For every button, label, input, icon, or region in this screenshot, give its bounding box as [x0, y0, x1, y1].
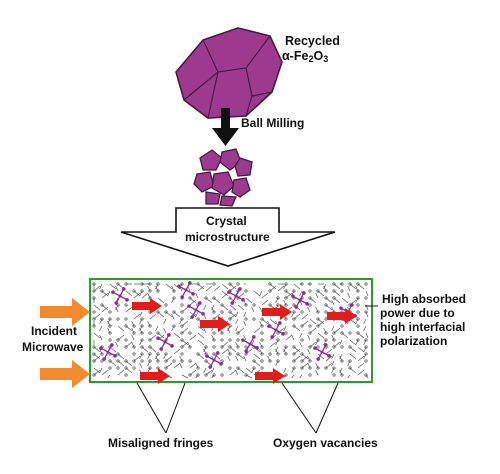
microwave-label: Microwave: [22, 340, 84, 354]
high-absorbed-line1: High absorbed: [382, 292, 467, 306]
particles-icon: [193, 148, 253, 207]
oxygen-vacancy-icon: [156, 333, 174, 351]
oxygen-vacancy-icon: [227, 287, 245, 305]
oxygen-vacancy-icon: [241, 335, 259, 353]
crystal-label: Crystal: [206, 214, 247, 228]
red-arrow-icon: [200, 316, 230, 332]
oxygen-vacancy-icon: [177, 281, 195, 299]
red-arrow-icon: [255, 368, 285, 384]
pointer-lines: [136, 305, 378, 434]
oxygen-vacancy-icon: [205, 351, 223, 369]
red-arrow-icon: [132, 298, 162, 314]
formula-mid: O: [313, 49, 324, 63]
microstructure-label: microstructure: [185, 230, 270, 244]
ball-milling-label: Ball Milling: [241, 116, 305, 130]
recycled-label: Recycled: [285, 34, 340, 48]
high-absorbed-line4: polarization: [380, 334, 448, 348]
lattice-pattern: [92, 282, 369, 379]
misaligned-fringes-label: Misaligned fringes: [108, 436, 214, 450]
hollow-arrow-icon: [120, 207, 336, 267]
high-absorbed-line3: high interfacial: [380, 320, 466, 334]
red-arrow-icon: [140, 368, 170, 384]
red-arrows-group: [132, 298, 357, 384]
oxygen-vacancy-icon: [187, 301, 205, 319]
incident-label: Incident: [31, 324, 78, 338]
oxygen-vacancy-icon: [313, 343, 331, 361]
microstructure-box: [89, 278, 373, 384]
oxygen-vacancies-label: Oxygen vacancies: [273, 436, 378, 450]
formula-sub1: 2: [308, 54, 314, 64]
formula-label: α-Fe2O3: [282, 49, 328, 66]
oxygen-vacancy-icon: [291, 291, 309, 309]
red-arrow-icon: [262, 304, 292, 320]
oxygen-vacancy-icon: [267, 321, 285, 339]
large-chunk-icon: [175, 27, 283, 119]
high-absorbed-line2: power due to: [380, 306, 455, 320]
formula-sub2: 3: [323, 54, 329, 64]
oxygen-vacancy-icon: [111, 287, 129, 305]
formula-prefix: α-Fe: [282, 49, 309, 63]
red-arrow-icon: [327, 308, 357, 324]
incident-arrow-icon: [40, 298, 90, 388]
oxygen-vacancy-icon: [99, 343, 117, 361]
down-arrow-icon: [212, 108, 239, 146]
